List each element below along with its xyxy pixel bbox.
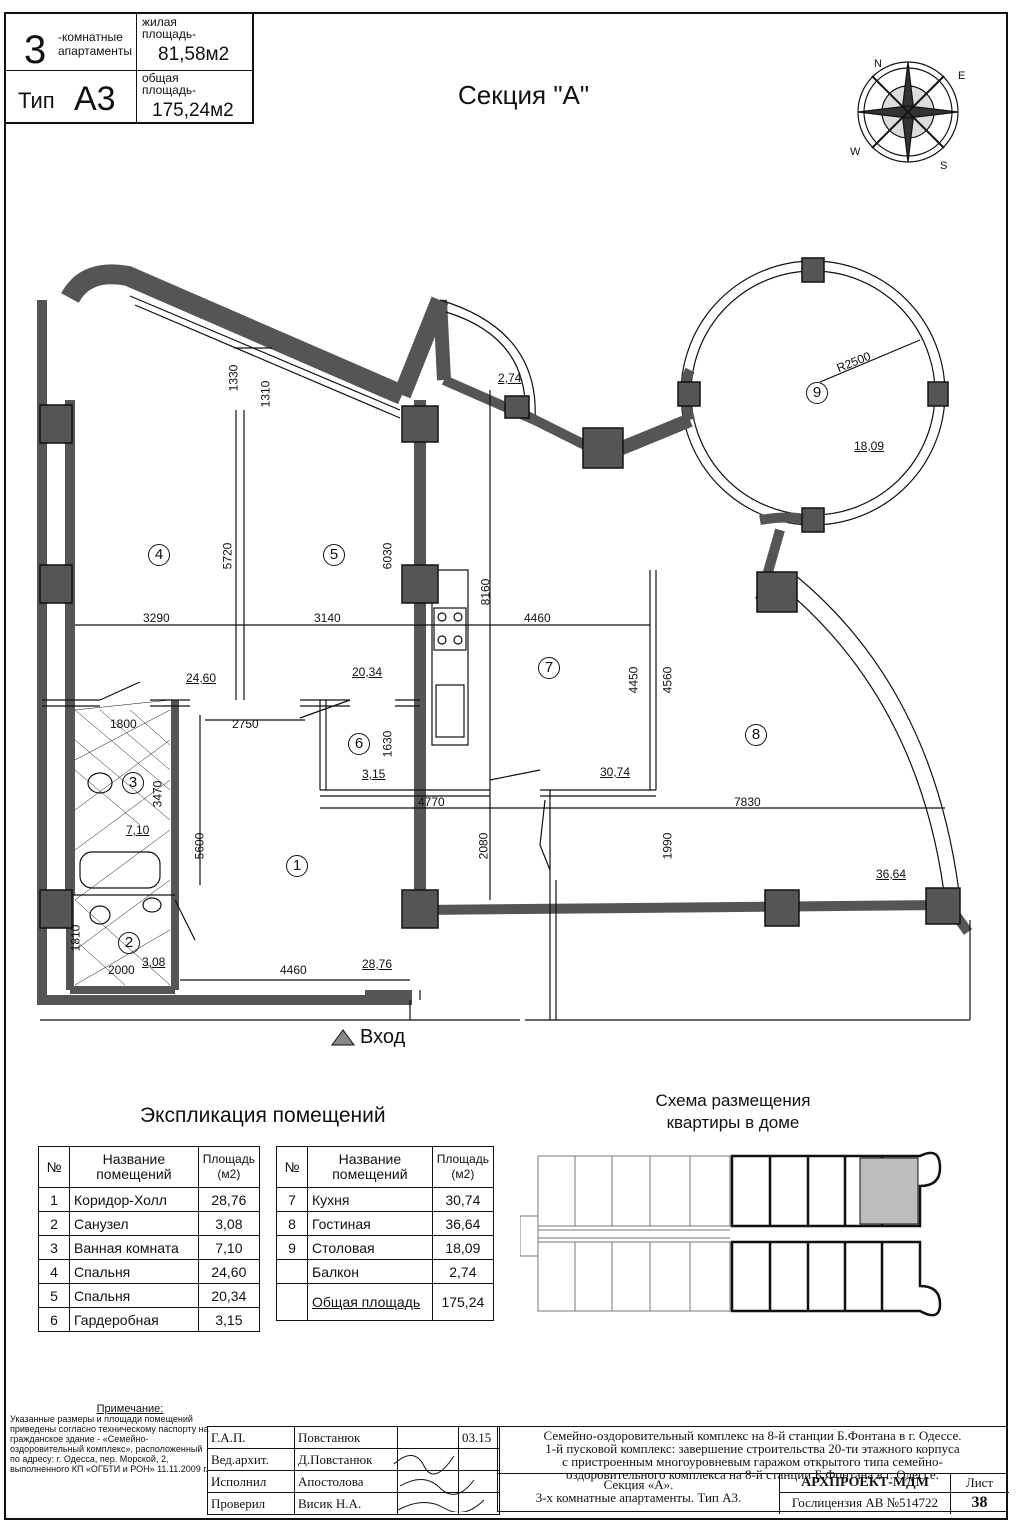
license: Гослицензия АВ №514722 — [791, 1495, 939, 1510]
rooms-count: 3 — [24, 28, 47, 72]
dim-2080: 2080 — [476, 832, 491, 860]
dim-2750: 2750 — [232, 717, 259, 731]
apartment-info-box: 3 -комнатные апартаменты Тип А3 жилая пл… — [4, 12, 254, 124]
dim-2000: 2000 — [108, 963, 135, 977]
col-area: Площадь (м2) — [197, 1146, 261, 1188]
dim-7830: 7830 — [734, 795, 761, 809]
stamp-row: Вед.архит.Д.Повстанюк — [207, 1448, 500, 1471]
room-number-3: 3 — [122, 772, 144, 794]
area-room-7: 30,74 — [600, 765, 631, 779]
dim-1330: 1330 — [226, 364, 241, 392]
dim-1310: 1310 — [258, 380, 273, 408]
area-room-8: 36,64 — [876, 867, 907, 881]
dim-1990: 1990 — [660, 832, 675, 860]
area-balcony: 2,74 — [498, 371, 522, 385]
dim-4770: 4770 — [418, 795, 445, 809]
room-number-4: 4 — [148, 544, 170, 566]
total-area-label: общая площадь- — [142, 71, 197, 97]
room-number-5: 5 — [323, 544, 345, 566]
compass-west: W — [850, 146, 861, 158]
dim-4460-bottom: 4460 — [280, 963, 307, 977]
signatures — [393, 1455, 485, 1512]
section-title: Секция "А" — [458, 80, 590, 110]
room-number-8: 8 — [745, 724, 767, 746]
apartment-highlight — [859, 1157, 919, 1225]
room-number-7: 7 — [538, 657, 560, 679]
dim-3290: 3290 — [143, 611, 170, 625]
living-area-value: 81,58м2 — [158, 44, 230, 65]
explication-title: Экспликация помещений — [140, 1104, 386, 1127]
dim-5720: 5720 — [220, 542, 235, 570]
dim-1810: 1810 — [68, 924, 83, 952]
col-num: № — [38, 1146, 70, 1188]
sheet-title: Секция «А». 3-х комнатные апартаменты. Т… — [498, 1474, 780, 1514]
dim-1800: 1800 — [110, 717, 137, 731]
area-room-3: 7,10 — [126, 823, 150, 837]
dim-5600: 5600 — [192, 832, 207, 860]
dim-1630: 1630 — [380, 730, 395, 758]
area-room-6: 3,15 — [362, 767, 386, 781]
building-scheme — [520, 1151, 942, 1317]
dim-4560: 4560 — [660, 666, 675, 694]
area-room-2: 3,08 — [142, 955, 166, 969]
compass-south: S — [940, 160, 948, 172]
entrance-label: Вход — [360, 1026, 406, 1048]
dim-4450: 4450 — [626, 666, 641, 694]
total-area-value: 175,24м2 — [152, 100, 234, 121]
room-number-6: 6 — [348, 733, 370, 755]
sheet-number: 38 — [971, 1494, 988, 1511]
area-room-9: 18,09 — [854, 439, 885, 453]
col-name: Название помещений — [69, 1146, 199, 1188]
project-block: Семейно-оздоровительный комплекс на 8-й … — [497, 1426, 1009, 1514]
entrance-triangle-icon — [331, 1029, 355, 1046]
dim-8160: 8160 — [478, 578, 493, 606]
type-label: Тип — [18, 88, 55, 113]
compass-north: N — [874, 58, 882, 70]
room-number-2: 2 — [118, 932, 140, 954]
room-number-1: 1 — [286, 855, 308, 877]
dim-6030: 6030 — [380, 542, 395, 570]
area-room-5: 20,34 — [352, 665, 383, 679]
dim-3140: 3140 — [314, 611, 341, 625]
note-block: Примечание: Указанные размеры и площади … — [10, 1403, 209, 1475]
project-description: Семейно-оздоровительный комплекс на 8-й … — [543, 1428, 962, 1482]
drawing-frame — [4, 12, 1008, 1520]
rooms-text: -комнатные апартаменты — [58, 30, 132, 58]
area-room-4: 24,60 — [186, 671, 217, 685]
dim-3470: 3470 — [150, 780, 165, 808]
living-area-label: жилая площадь- — [142, 15, 197, 41]
room-number-9: 9 — [806, 382, 828, 404]
company-name: АРХПРОЕКТ-МДМ — [780, 1474, 950, 1493]
compass-east: E — [958, 70, 966, 82]
scheme-title: Схема размещения квартиры в доме — [655, 1091, 811, 1132]
sheet-label: Лист — [950, 1474, 1009, 1493]
area-room-1: 28,76 — [362, 957, 393, 971]
dim-4460-top: 4460 — [524, 611, 551, 625]
floor-plan — [37, 61, 973, 1046]
type-value: А3 — [74, 80, 116, 118]
